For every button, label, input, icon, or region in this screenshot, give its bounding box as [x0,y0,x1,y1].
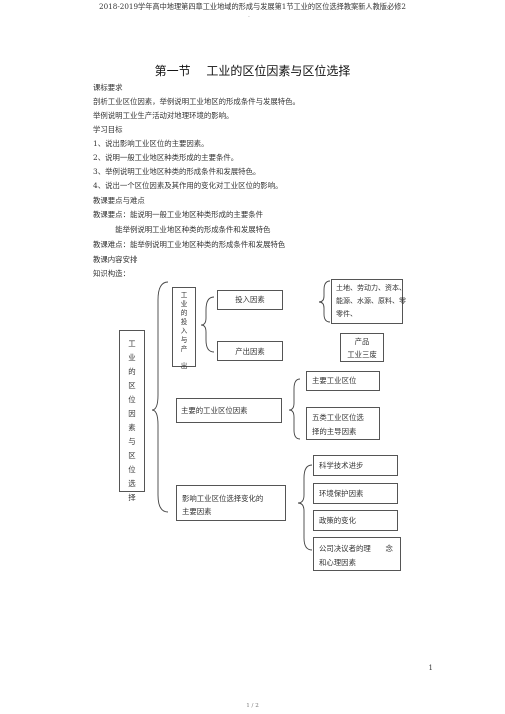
change-factors-label: 主要因素 [182,507,212,516]
root-char: 与 [128,437,136,446]
root-char: 因 [128,409,136,418]
text-line: 剖析工业区位因素，举例说明工业地区的形成条件与发展特色。 [93,97,300,106]
text-line: 举例说明工业生产活动对地理环境的影响。 [93,111,234,120]
objective-item: 1、说出影响工业区位的主要因素。 [93,139,209,148]
output-factors-label: 产出因素 [235,347,265,356]
objective-item: 4、说出一个区位因素及其作用的变化对工业区位的影响。 [93,181,283,190]
root-char: 工 [128,339,136,348]
output-detail-line: 工业三废 [347,350,377,359]
heading-structure: 知识构造： [93,269,130,278]
main-sub-label: 五类工业区位选 [312,413,364,422]
input-detail-line: 零件、 [336,310,357,318]
root-char: 区 [128,451,136,460]
input-output-label: 工 业 的 投 入 与 产 出 [173,291,195,371]
main-sub-box-1: 主要工业区位 [306,371,380,391]
key-point: 教课要点：能说明一般工业地区种类形成的主要条件 [93,210,263,219]
main-sub-label: 择的主导因素 [312,427,357,436]
input-detail-line: 土地、劳动力、资本、 [336,284,406,292]
change-sub-box-3: 政策的变化 [313,510,398,531]
input-factors-box: 投入因素 [217,290,283,310]
root-box: 工 业 的 区 位 因 素 与 区 位 选 择 [119,330,145,502]
change-sub-label: 科学技术进步 [319,461,364,470]
heading-objectives: 学习目标 [93,125,123,134]
change-sub-label: 政策的变化 [319,516,356,525]
root-char: 素 [128,423,136,432]
change-factors-label: 影响工业区位选择变化的 [182,494,264,503]
root-char: 择 [128,493,136,502]
root-label: 工 业 的 区 位 因 素 与 区 位 选 择 [120,337,144,505]
objective-item: 3、举例说明工业地区种类的形成条件和发展特色。 [93,167,261,176]
main-sub-box-2: 五类工业区位选 择的主导因素 [306,407,380,440]
change-sub-box-1: 科学技术进步 [313,455,398,476]
page-footer: 1 / 2 [246,703,259,709]
output-detail-box: 产品 工业三废 [340,333,384,362]
objective-item: 2、说明一般工业地区种类形成的主要条件。 [93,153,239,162]
document-header: 2018-2019学年高中地理第四章工业地域的形成与发展第1节工业的区位选择教案… [99,2,406,11]
io-bracket [200,296,215,353]
input-output-box: 工 业 的 投 入 与 产 出 [172,287,196,370]
change-factors-box: 影响工业区位选择变化的 主要因素 [176,485,286,521]
io-char: 工 [180,291,188,299]
section-title: 第一节 工业的区位因素与区位选择 [154,64,351,78]
change-sub-box-2: 环境保护因素 [313,483,398,504]
main-factors-label: 主要的工业区位因素 [181,406,248,415]
change-sub-box-4: 公司决议者的理 念 和心理因素 [313,537,401,571]
input-detail-bracket [318,280,331,323]
io-char: 出 [180,362,188,370]
key-point-continued: 能举例说明工业地区种类的形成条件和发展特色 [93,225,271,234]
change-sub-label: 和心理因素 [319,558,356,567]
input-factors-label: 投入因素 [235,295,265,304]
page-number: 1 [428,664,433,672]
difficult-point: 教课难点：能举例说明工业地区种类的形成条件和发展特色 [93,240,286,249]
input-detail-line: 能源、水源、原料、零 [336,297,406,305]
change-factors-bracket [297,464,313,551]
root-char: 位 [128,395,136,404]
main-factors-box: 主要的工业区位因素 [176,398,282,423]
io-char: 业 [180,300,188,308]
change-sub-label: 公司决议者的理 念 [319,544,393,553]
io-char: 的 [180,309,188,317]
heading-curriculum: 课标要求 [93,83,123,92]
output-factors-box: 产出因素 [217,341,283,361]
root-char: 选 [128,479,136,488]
main-factors-bracket [288,378,301,440]
io-char: 投 [180,318,188,326]
io-char: 产 [180,345,188,353]
root-char: 区 [128,381,136,390]
io-char: 入 [180,327,188,335]
root-char: 的 [128,367,136,376]
root-char: 业 [128,353,136,362]
io-char: 与 [180,336,188,344]
output-detail-line: 产品 [354,337,370,346]
root-char: 位 [128,465,136,474]
heading-key-points: 教课要点与难点 [93,196,145,205]
root-bracket [151,281,169,513]
change-sub-label: 环境保护因素 [319,489,364,498]
main-sub-label: 主要工业区位 [312,376,357,385]
input-detail-box: 土地、劳动力、资本、 能源、水源、原料、零 零件、 [331,279,406,324]
heading-arrangement: 教课内容安排 [93,255,138,264]
header-mark: . [248,12,250,19]
